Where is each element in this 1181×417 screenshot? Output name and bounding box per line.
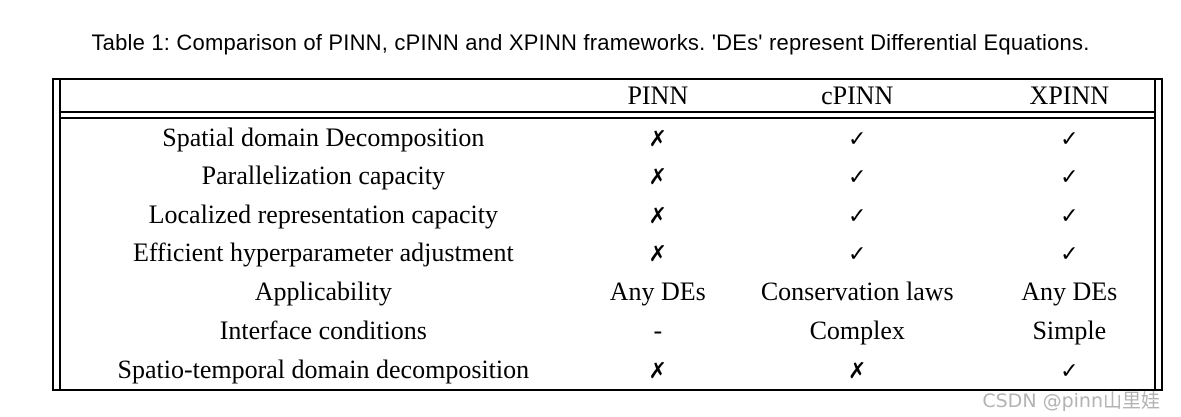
cross-icon: ✗	[648, 126, 667, 152]
header-separator	[61, 112, 1154, 119]
table-caption: Table 1: Comparison of PINN, cPINN and X…	[91, 30, 1090, 55]
cross-icon: ✗	[848, 358, 867, 384]
cell-text: Simple	[1032, 315, 1107, 345]
cell-text: Conservation laws	[760, 277, 954, 307]
cell-text: Any DEs	[1021, 277, 1118, 307]
row-label: Interface conditions	[219, 315, 427, 345]
cross-icon: ✗	[648, 165, 667, 191]
table-outer-frame: PINN cPINN XPINN Spatial domain Decompos…	[52, 78, 1163, 391]
check-icon: ✓	[1060, 358, 1079, 384]
table-row: Applicability Any DEs Conservation laws …	[61, 273, 1154, 312]
header-empty	[61, 80, 586, 113]
row-label: Parallelization capacity	[201, 161, 445, 191]
cross-icon: ✗	[648, 203, 667, 229]
cell-text: Complex	[809, 315, 905, 345]
cell-text: -	[653, 315, 663, 345]
csdn-watermark: CSDN @pinn山里娃	[982, 390, 1160, 412]
check-icon: ✓	[1060, 165, 1079, 191]
row-label: Spatio-temporal domain decomposition	[117, 354, 530, 384]
check-icon: ✓	[1060, 242, 1079, 268]
check-icon: ✓	[848, 203, 867, 229]
cross-icon: ✗	[648, 242, 667, 268]
row-label: Efficient hyperparameter adjustment	[132, 238, 514, 268]
header-pinn: PINN	[585, 80, 730, 113]
row-label: Applicability	[254, 277, 392, 307]
table-row: Spatio-temporal domain decomposition ✗ ✗…	[61, 350, 1154, 389]
cross-icon: ✗	[648, 358, 667, 384]
check-icon: ✓	[848, 165, 867, 191]
table-row: Localized representation capacity ✗ ✓ ✓	[61, 195, 1154, 234]
row-label: Localized representation capacity	[148, 199, 498, 229]
table-row: Interface conditions - Complex Simple	[61, 312, 1154, 351]
comparison-table: PINN cPINN XPINN Spatial domain Decompos…	[61, 80, 1154, 389]
table-row: Parallelization capacity ✗ ✓ ✓	[61, 157, 1154, 196]
check-icon: ✓	[1060, 203, 1079, 229]
check-icon: ✓	[848, 126, 867, 152]
table-row: Spatial domain Decomposition ✗ ✓ ✓	[61, 118, 1154, 157]
row-label: Spatial domain Decomposition	[162, 122, 485, 152]
header-cpinn: cPINN	[729, 80, 985, 113]
check-icon: ✓	[848, 242, 867, 268]
table-inner-frame: PINN cPINN XPINN Spatial domain Decompos…	[59, 80, 1156, 389]
cell-text: Any DEs	[609, 277, 706, 307]
header-row: PINN cPINN XPINN	[61, 80, 1154, 113]
check-icon: ✓	[1060, 126, 1079, 152]
table-row: Efficient hyperparameter adjustment ✗ ✓ …	[61, 234, 1154, 273]
header-xpinn: XPINN	[984, 80, 1154, 113]
